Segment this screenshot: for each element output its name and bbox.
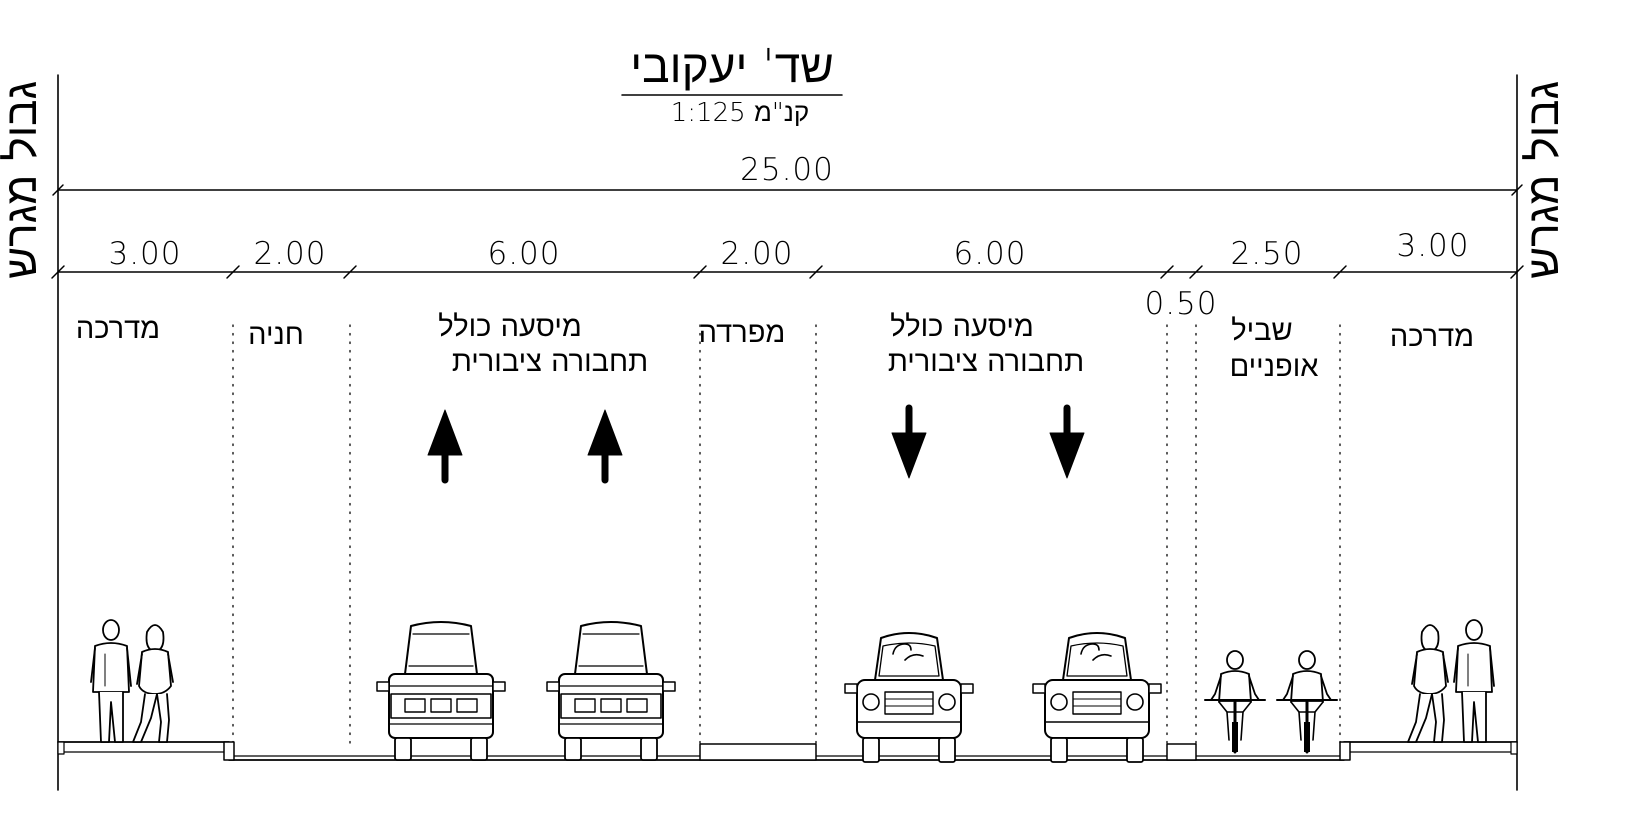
cyclist-icon <box>1203 649 1267 754</box>
segment-label-lanes-north: מיסעה כולל <box>438 309 582 343</box>
curb-left <box>223 741 235 761</box>
bike-buffer <box>1166 743 1197 761</box>
dimension-tick <box>809 265 823 279</box>
dimension-tick <box>226 265 240 279</box>
arrow-head <box>1049 432 1085 479</box>
segment-width-parking: 2.00 <box>253 236 326 272</box>
segment-label-median: מפרדה <box>699 315 786 349</box>
segment-label-sidewalk-left: מדרכה <box>76 311 160 345</box>
boundary-label-right: גבול מגרש <box>1518 81 1569 279</box>
segment-label-lanes-south: מיסעה כולל <box>890 309 1034 343</box>
arrow-head <box>891 432 927 479</box>
segment-width-sidewalk-right: 3.00 <box>1396 228 1469 264</box>
edge-right <box>1510 741 1518 755</box>
segment-label-sidewalk-right: מדרכה <box>1390 319 1474 353</box>
boundary-label-left: גבול מגרש <box>0 81 47 279</box>
title-text: שד' יעקובי <box>630 39 834 93</box>
arrow-up-icon <box>587 409 623 484</box>
segment-label-bike-path: אופניים <box>1230 349 1319 383</box>
segment-label-lanes-north: תחבורה ציבורית <box>452 344 648 378</box>
pedestrian-icon <box>1453 619 1495 743</box>
segment-width-sidewalk-left: 3.00 <box>108 236 181 272</box>
pedestrian-icon <box>132 624 174 743</box>
dimension-tick <box>1189 265 1203 279</box>
arrow-head <box>587 409 623 456</box>
dimension-tick <box>693 265 707 279</box>
car-rear-icon <box>376 621 506 761</box>
dimension-tick <box>1160 265 1174 279</box>
dimension-lines: 25.00 3.00 2.00 6.00 2.00 6.00 0.50 2.50 3.00 <box>51 152 1524 322</box>
edge-left <box>57 741 65 755</box>
segment-width-median: 2.00 <box>720 236 793 272</box>
segment-label-bike-path: שביל <box>1231 313 1292 347</box>
car-front-icon <box>844 632 974 763</box>
arrow-down-icon <box>891 404 927 479</box>
segment-width-lanes-south: 6.00 <box>953 236 1026 272</box>
curb-right <box>1339 741 1351 761</box>
segment-width-buffer: 0.50 <box>1144 286 1217 322</box>
pedestrian-icon <box>90 619 132 743</box>
segment-label-lanes-south: תחבורה ציבורית <box>888 344 1084 378</box>
car-front-icon <box>1032 632 1162 763</box>
ground-profile <box>57 741 1518 761</box>
dimension-tick <box>343 265 357 279</box>
arrow-down-icon <box>1049 404 1085 479</box>
figures <box>90 404 1495 763</box>
segment-label-parking: חניה <box>248 317 304 351</box>
total-width-label: 25.00 <box>740 152 834 188</box>
property-boundaries: גבול מגרש גבול מגרש <box>0 74 1569 791</box>
car-rear-icon <box>546 621 676 761</box>
median-island <box>699 743 817 761</box>
segment-width-lanes-north: 6.00 <box>487 236 560 272</box>
arrow-up-icon <box>427 409 463 484</box>
scale-text: קנ"מ 1:125 <box>671 98 809 128</box>
arrow-head <box>427 409 463 456</box>
pedestrian-icon <box>1407 624 1449 743</box>
cyclist-icon <box>1275 649 1339 754</box>
title-block: שד' יעקובי קנ"מ 1:125 <box>621 39 843 128</box>
segment-width-bike-path: 2.50 <box>1230 236 1303 272</box>
dimension-tick <box>1333 265 1347 279</box>
